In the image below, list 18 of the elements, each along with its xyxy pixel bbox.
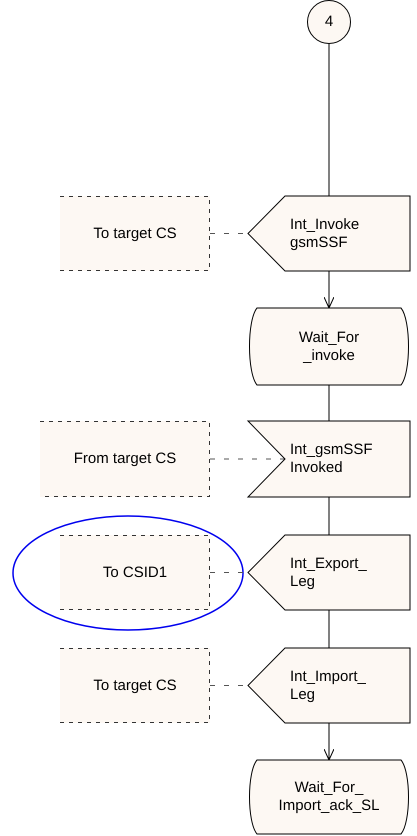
flow-line [328, 44, 330, 196]
flow-line [328, 384, 330, 422]
flow-line [328, 496, 330, 536]
connector-label: 4 [324, 13, 334, 31]
flow-line [328, 610, 330, 648]
comment-text: To target CS [93, 676, 177, 694]
comment-connector [210, 458, 286, 460]
symbol-label: Int_Import_ Leg [290, 668, 366, 704]
symbol-label: Int_gsmSSF Invoked [290, 441, 373, 477]
flow-line [324, 270, 334, 308]
flow-line [324, 722, 334, 760]
comment-text: To target CS [93, 224, 177, 242]
symbol-label: Int_Export_ Leg [290, 554, 367, 590]
comment-text: To CSID1 [102, 564, 168, 582]
symbol-label: Int_Invoke gsmSSF [290, 216, 360, 252]
comment-text: From target CS [74, 450, 176, 468]
symbol-label: Wait_For _invoke [298, 328, 360, 364]
symbol-label: Wait_For_ Import_ack_SL [278, 779, 380, 815]
